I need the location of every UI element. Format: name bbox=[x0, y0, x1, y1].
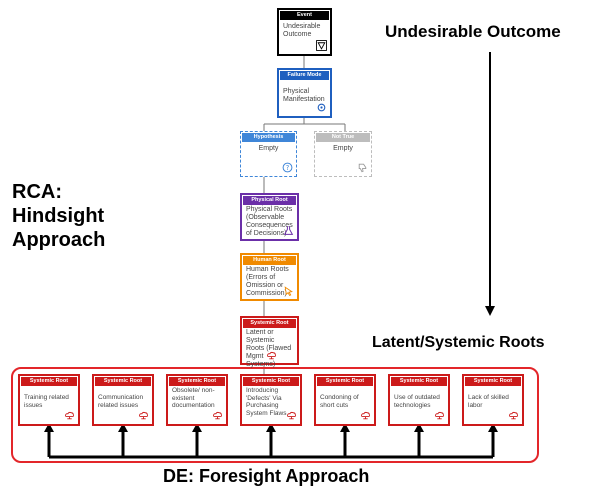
systemic-root-box-header: Systemic Root bbox=[21, 377, 77, 386]
foresight-enclosure bbox=[11, 367, 539, 463]
not-true-node[interactable]: Not True Empty bbox=[314, 131, 372, 177]
cloud-network-icon bbox=[287, 411, 296, 420]
systemic-root-box-header: Systemic Root bbox=[391, 377, 447, 386]
undesirable-outcome-label: Undesirable Outcome bbox=[385, 22, 561, 41]
systemic-root-box-text: Introducing 'Defects' Via Purchasing Sys… bbox=[246, 387, 287, 417]
systemic-root-box-header: Systemic Root bbox=[465, 377, 521, 386]
failure-mode-text: Physical Manifestation bbox=[283, 88, 325, 103]
gear-puzzle-icon bbox=[317, 103, 326, 112]
rca-label-line3: Approach bbox=[12, 229, 106, 251]
filter-triangle-icon bbox=[316, 40, 327, 51]
systemic-root-box-text: Use of outdated technologies bbox=[394, 394, 440, 409]
systemic-root-box-header: Systemic Root bbox=[317, 377, 373, 386]
physical-root-text: Physical Roots (Observable Consequences … bbox=[246, 206, 293, 237]
systemic-root-box-header: Systemic Root bbox=[95, 377, 151, 386]
systemic-root-box-text: Lack of skilled labor bbox=[468, 394, 509, 409]
systemic-root-box-text: Training related issues bbox=[24, 394, 69, 409]
not-true-text: Empty bbox=[333, 145, 353, 152]
not-true-header: Not True bbox=[316, 133, 370, 142]
event-header: Event bbox=[280, 11, 329, 20]
person-pointer-icon bbox=[284, 286, 293, 296]
failure-mode-node[interactable]: Failure Mode Physical Manifestation bbox=[277, 68, 332, 118]
event-text: Undesirable Outcome bbox=[283, 23, 321, 38]
cloud-network-icon bbox=[139, 411, 148, 420]
physical-root-node[interactable]: Physical Root Physical Roots (Observable… bbox=[240, 193, 299, 241]
latent-systemic-root-text: Latent or Systemic Roots (Flawed Mgmt Sy… bbox=[246, 329, 292, 368]
de-foresight-label: DE: Foresight Approach bbox=[163, 466, 370, 486]
latent-systemic-root-header: Systemic Root bbox=[243, 319, 296, 328]
rca-label: RCA: Hindsight Approach bbox=[12, 180, 105, 252]
rca-label-line1: RCA: bbox=[12, 181, 62, 203]
rca-label-line2: Hindsight bbox=[12, 205, 105, 227]
event-node[interactable]: Event Undesirable Outcome bbox=[277, 8, 332, 56]
cloud-network-icon bbox=[361, 411, 370, 420]
systemic-root-box-text: Obsolete/ non-existent documentation bbox=[172, 387, 215, 409]
question-icon: ? bbox=[282, 162, 293, 173]
cloud-network-icon bbox=[509, 411, 518, 420]
hypothesis-text: Empty bbox=[258, 145, 279, 152]
physical-root-header: Physical Root bbox=[243, 196, 296, 205]
human-root-node[interactable]: Human Root Human Roots (Errors of Omissi… bbox=[240, 253, 299, 301]
cloud-network-icon bbox=[65, 411, 74, 420]
svg-text:?: ? bbox=[286, 164, 290, 172]
cloud-network-icon bbox=[267, 351, 276, 360]
systemic-root-box-header: Systemic Root bbox=[243, 377, 299, 386]
human-root-text: Human Roots (Errors of Omission or Commi… bbox=[246, 266, 289, 297]
systemic-root-box-header: Systemic Root bbox=[169, 377, 225, 386]
thumbs-down-icon bbox=[358, 163, 367, 173]
flask-icon bbox=[283, 226, 294, 235]
latent-systemic-root-node[interactable]: Systemic Root Latent or Systemic Roots (… bbox=[240, 316, 299, 368]
systemic-root-box-text: Condoning of short cuts bbox=[320, 394, 359, 409]
cloud-network-icon bbox=[213, 411, 222, 420]
failure-mode-header: Failure Mode bbox=[280, 71, 329, 80]
cloud-network-icon bbox=[435, 411, 444, 420]
latent-systemic-roots-label: Latent/Systemic Roots bbox=[372, 334, 545, 351]
hypothesis-header: Hypothesis bbox=[242, 133, 295, 142]
systemic-root-box-text: Communication related issues bbox=[98, 394, 144, 409]
human-root-header: Human Root bbox=[243, 256, 296, 265]
hypothesis-node[interactable]: Hypothesis Empty ? bbox=[240, 131, 297, 177]
